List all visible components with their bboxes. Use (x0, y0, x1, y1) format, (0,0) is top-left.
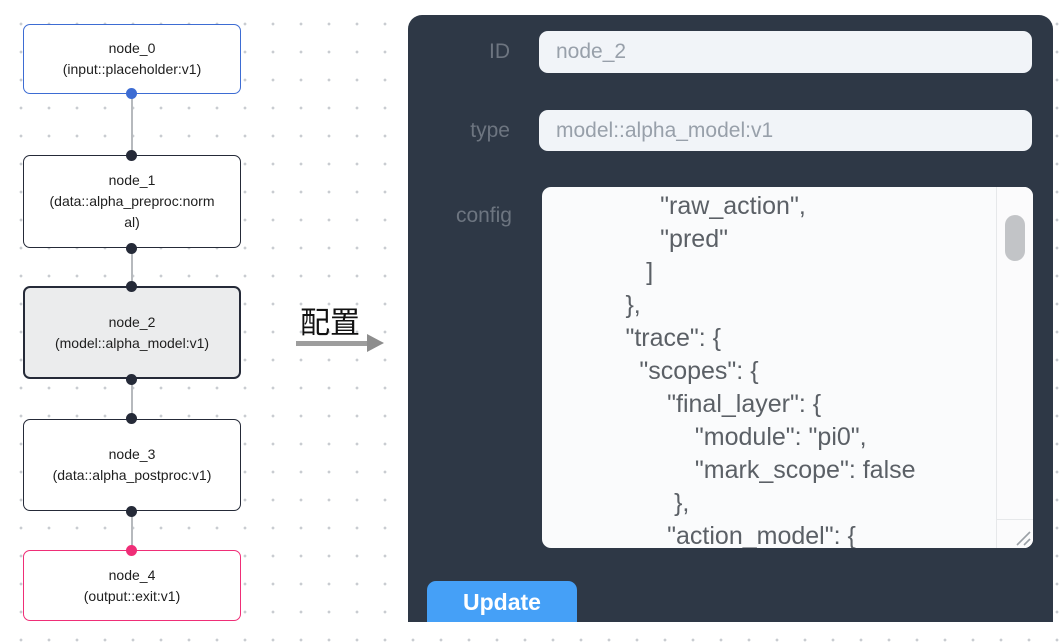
node-type-label: (output::exit:v1) (83, 587, 181, 604)
node-type-label: (data::alpha_postproc:v1) (52, 467, 212, 483)
port-node_1-input[interactable] (126, 150, 137, 161)
type-input[interactable] (539, 110, 1032, 151)
config-field-label: config (455, 204, 512, 227)
node-id-label: node_3 (108, 446, 156, 462)
update-button[interactable]: Update (427, 581, 577, 622)
flow-node-node_4[interactable]: node_4 (output::exit:v1) (23, 550, 241, 621)
port-node_0-output[interactable] (126, 88, 137, 99)
id-input[interactable] (539, 31, 1032, 73)
config-scrollbar-thumb[interactable] (1005, 215, 1025, 261)
configure-annotation: 配置 (300, 307, 360, 340)
node-type-label: (model::alpha_model:v1) (54, 334, 210, 351)
port-node_2-input[interactable] (126, 281, 137, 292)
node-type-label: (input::placeholder:v1) (62, 61, 202, 77)
node-config-panel: ID type config "raw_action", "pred" ] },… (408, 15, 1053, 622)
node-id-label: node_1 (108, 172, 156, 188)
textarea-resize-handle[interactable] (997, 519, 1033, 548)
port-node_3-output[interactable] (126, 506, 137, 517)
config-json-text[interactable]: "raw_action", "pred" ] }, "trace": { "sc… (625, 192, 916, 548)
port-node_4-input[interactable] (126, 545, 137, 556)
node-id-label: node_0 (108, 40, 156, 56)
id-field-label: ID (489, 40, 510, 63)
config-textarea[interactable]: "raw_action", "pred" ] }, "trace": { "sc… (542, 187, 1033, 548)
right-arrow-icon (296, 334, 384, 352)
port-node_1-output[interactable] (126, 243, 137, 254)
flow-node-node_1[interactable]: node_1 (data::alpha_preproc:normal) (23, 155, 241, 248)
node-type-label: (data::alpha_preproc:normal) (49, 193, 215, 230)
flow-node-node_2[interactable]: node_2 (model::alpha_model:v1) (23, 286, 241, 379)
type-field-label: type (470, 119, 510, 142)
resize-grip-icon (1016, 531, 1031, 546)
node-id-label: node_2 (108, 313, 156, 330)
port-node_2-output[interactable] (126, 374, 137, 385)
flow-node-node_3[interactable]: node_3 (data::alpha_postproc:v1) (23, 419, 241, 511)
node-id-label: node_4 (108, 566, 156, 583)
config-scrollbar-track[interactable] (996, 187, 1033, 548)
port-node_3-input[interactable] (126, 413, 137, 424)
flow-node-node_0[interactable]: node_0 (input::placeholder:v1) (23, 24, 241, 94)
